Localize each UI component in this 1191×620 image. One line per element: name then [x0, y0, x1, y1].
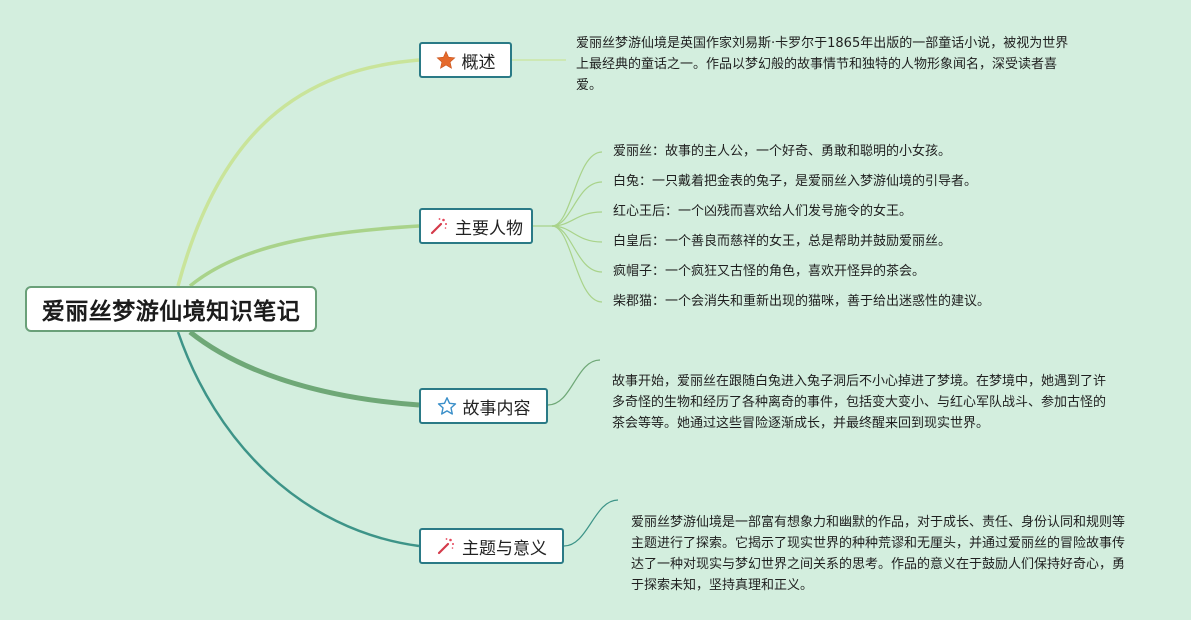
topic-theme-label: 主题与意义 [462, 538, 547, 559]
leaf-story [547, 359, 601, 406]
character-item: 白皇后：一个善良而慈祥的女王，总是帮助并鼓励爱丽丝。 [613, 234, 952, 249]
magic-wand-icon [429, 216, 449, 236]
character-item: 爱丽丝：故事的主人公，一个好奇、勇敢和聪明的小女孩。 [613, 144, 952, 159]
character-item: 白兔：一只戴着把金表的兔子，是爱丽丝入梦游仙境的引导者。 [613, 174, 978, 189]
topic-theme[interactable]: 主题与意义 [419, 528, 564, 564]
branch-theme [176, 331, 420, 548]
branch-characters [188, 224, 420, 288]
overview-text: 爱丽丝梦游仙境是英国作家刘易斯·卡罗尔于1865年出版的一部童话小说，被视为世界… [576, 36, 1069, 93]
root-node[interactable]: 爱丽丝梦游仙境知识笔记 [25, 286, 317, 332]
character-item: 红心王后：一个凶残而喜欢给人们发号施令的女王。 [613, 204, 913, 219]
topic-story-label: 故事内容 [462, 398, 531, 419]
branch-overview [176, 58, 420, 287]
topic-overview[interactable]: 概述 [419, 42, 512, 78]
leaf-characters [533, 151, 603, 303]
branch-story [188, 330, 420, 408]
character-item: 疯帽子：一个疯狂又古怪的角色，喜欢开怪异的茶会。 [613, 264, 926, 279]
theme-text: 爱丽丝梦游仙境是一部富有想象力和幽默的作品，对于成长、责任、身份认同和规则等主题… [631, 515, 1126, 593]
character-item: 柴郡猫：一个会消失和重新出现的猫咪，善于给出迷惑性的建议。 [613, 294, 991, 309]
topic-characters-label: 主要人物 [455, 218, 523, 239]
outline-star-icon [437, 396, 457, 416]
story-text: 故事开始，爱丽丝在跟随白兔进入兔子洞后不小心掉进了梦境。在梦境中，她遇到了许多奇… [612, 374, 1107, 431]
topic-story[interactable]: 故事内容 [419, 388, 548, 424]
topic-overview-label: 概述 [461, 52, 496, 73]
magic-wand-icon [436, 536, 456, 556]
orange-star-icon [435, 50, 456, 70]
topic-characters[interactable]: 主要人物 [419, 208, 533, 244]
leaf-theme [563, 499, 619, 547]
root-title: 爱丽丝梦游仙境知识笔记 [41, 299, 301, 325]
